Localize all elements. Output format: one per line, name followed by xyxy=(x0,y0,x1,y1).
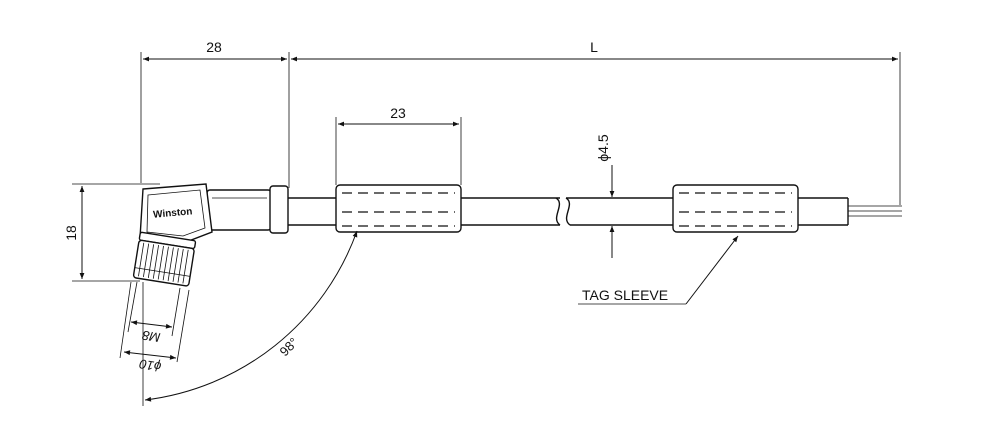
dimension-28: 28 xyxy=(140,39,290,188)
tag-sleeve-label: TAG SLEEVE xyxy=(582,287,668,303)
dimension-18: 18 xyxy=(63,183,160,282)
tag-sleeve-callout: TAG SLEEVE xyxy=(578,235,739,305)
coupling-nut xyxy=(132,231,197,287)
brand-logo: Winston xyxy=(153,206,193,220)
dimension-L: L xyxy=(291,39,901,205)
dimension-23: 23 xyxy=(335,105,462,185)
dimension-diameter-label: ϕ4.5 xyxy=(595,134,611,162)
tag-sleeve-left xyxy=(335,184,462,233)
dimension-outer-diameter-label: ϕ10 xyxy=(138,356,163,374)
dimension-cable-diameter: ϕ4.5 xyxy=(595,134,615,258)
dimension-18-label: 18 xyxy=(63,225,79,241)
connector-body xyxy=(206,185,289,234)
dimension-angle-label: 98° xyxy=(277,335,302,360)
tag-sleeve-right xyxy=(672,184,799,233)
dimension-23-label: 23 xyxy=(390,105,406,121)
dimension-L-label: L xyxy=(590,39,598,55)
connector-head: Winston xyxy=(139,183,213,243)
dimension-thread-label: M8 xyxy=(140,328,161,346)
dimension-thread: M8 xyxy=(127,281,181,346)
wire-ends xyxy=(848,205,902,217)
dimension-28-label: 28 xyxy=(206,39,222,55)
